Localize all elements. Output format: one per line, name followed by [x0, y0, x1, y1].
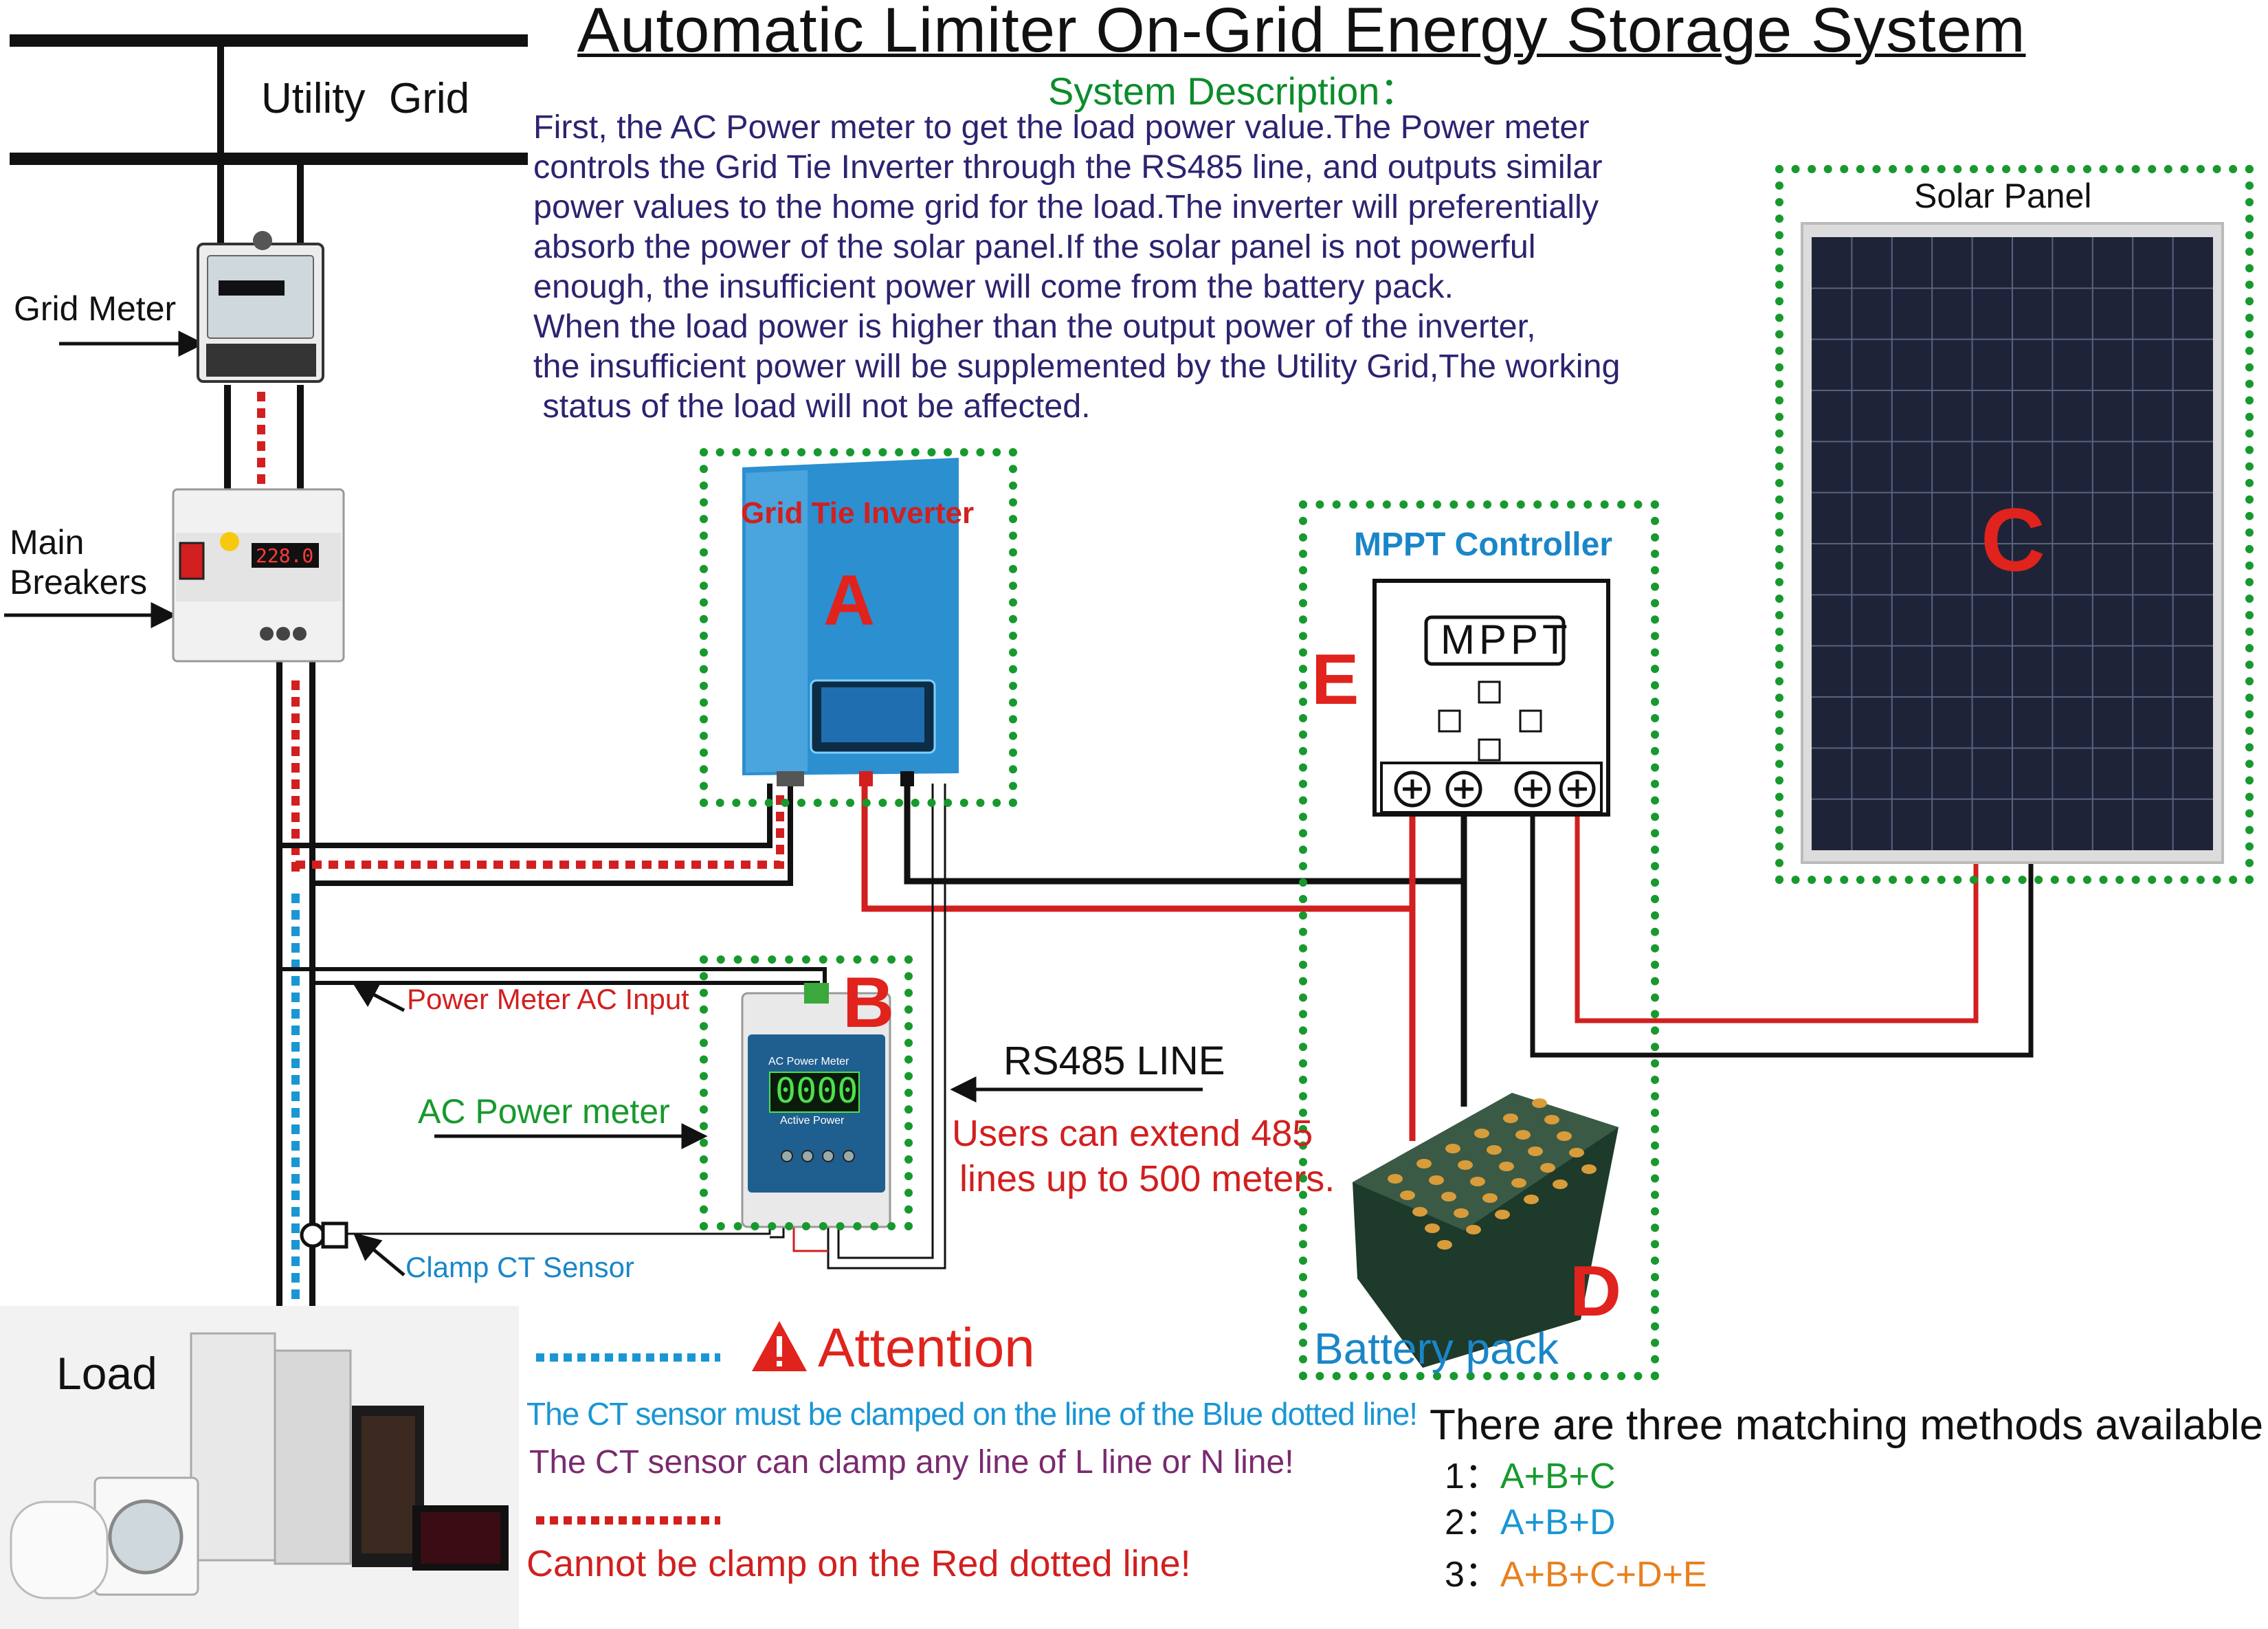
system-description-heading: System Description：	[1048, 69, 1419, 113]
method-number: 2：	[1445, 1503, 1500, 1542]
breaker-reading: 228.0	[256, 544, 314, 567]
description-line: absorb the power of the solar panel.If t…	[533, 228, 1536, 265]
method-combo: A+B+D	[1500, 1503, 1616, 1542]
mppt-battery-group-box	[1299, 500, 1659, 1380]
solar-panel-icon	[1801, 222, 2224, 864]
description-line: When the load power is higher than the o…	[533, 308, 1536, 345]
power-meter-group-box	[700, 955, 913, 1230]
inverter-red-dotted	[296, 790, 784, 869]
clamp-ct-body	[321, 1221, 348, 1249]
description-line: First, the AC Power meter to get the loa…	[533, 109, 1590, 146]
mppt-controller-icon	[1372, 579, 1610, 817]
meter-breaker-wire-l	[224, 385, 231, 522]
grid-meter-label: Grid Meter	[14, 289, 177, 328]
rs485-note-2: lines up to 500 meters.	[959, 1158, 1335, 1199]
meter-reading: 0000	[775, 1071, 858, 1111]
method-number: 3：	[1445, 1555, 1500, 1595]
methods-heading: There are three matching methods availab…	[1430, 1401, 2268, 1449]
letter-d: D	[1570, 1252, 1622, 1331]
mppt-display-text: MPPT	[1441, 617, 1572, 663]
system-description: First, the AC Power meter to get the loa…	[533, 107, 1791, 426]
letter-b: B	[843, 963, 895, 1043]
method-item: 2：A+B+D	[1445, 1493, 1616, 1544]
grid-bus-bottom	[10, 153, 528, 165]
inverter-ac-wire-1	[276, 784, 772, 848]
method-item: 3：A+B+C+D+E	[1445, 1545, 1707, 1597]
method-combo: A+B+C+D+E	[1500, 1555, 1707, 1595]
meter-breaker-wire-n	[297, 385, 304, 522]
method-item: 1：A+B+C	[1445, 1447, 1616, 1498]
warning-icon	[752, 1321, 807, 1371]
ac-power-meter-label: AC Power meter	[418, 1092, 670, 1131]
arrows	[4, 330, 1203, 1276]
meter-sub: Active Power	[780, 1115, 845, 1127]
page-title: Automatic Limiter On-Grid Energy Storage…	[577, 0, 2026, 65]
rs485-line-label: RS485 LINE	[1003, 1039, 1225, 1083]
inverter-dc-red	[861, 784, 1412, 912]
power-meter-ac-input-label: Power Meter AC Input	[407, 983, 689, 1015]
clamp-ct-label: Clamp CT Sensor	[405, 1251, 635, 1283]
rs485-note-1: Users can extend 485	[952, 1113, 1313, 1154]
grid-tie-inverter-icon	[742, 458, 959, 786]
inverter-dc-black	[904, 784, 1464, 885]
method-combo: A+B+C	[1500, 1456, 1616, 1496]
load-label: Load	[56, 1348, 157, 1399]
grid-meter-icon	[197, 231, 324, 383]
ac-power-meter-icon	[741, 983, 891, 1228]
grid-bus-drop-2	[297, 159, 304, 276]
attention-line-1: The CT sensor must be clamped on the lin…	[526, 1396, 1418, 1432]
description-line: enough, the insufficient power will come…	[533, 268, 1454, 305]
inverter-group-box	[700, 448, 1017, 807]
letter-c: C	[1981, 489, 2045, 590]
mppt-controller-label: MPPT Controller	[1354, 527, 1613, 563]
description-line: the insufficient power will be supplemen…	[533, 348, 1621, 385]
letter-e: E	[1311, 640, 1359, 720]
description-line: status of the load will not be affected.	[533, 388, 1091, 425]
letter-a: A	[823, 561, 876, 641]
battery-pack-icon	[1353, 1093, 1619, 1368]
battery-pack-label: Battery pack	[1314, 1324, 1559, 1373]
grid-bus-drop	[217, 41, 224, 275]
load-appliances-icon	[0, 1306, 519, 1629]
method-number: 1：	[1445, 1456, 1500, 1496]
utility-grid-label: Utility Grid	[261, 75, 470, 122]
description-line: power values to the home grid for the lo…	[533, 188, 1599, 225]
meter-title: AC Power Meter	[768, 1056, 849, 1067]
attention-heading: Attention	[818, 1317, 1035, 1378]
rs485-wire-2	[827, 784, 946, 1270]
rs485-wire-1	[837, 784, 934, 1259]
mppt-solar-black	[1530, 812, 2034, 1058]
main-wire-l	[276, 660, 282, 1306]
solar-panel-group-box	[1775, 165, 2254, 884]
ct-wire-red	[792, 1223, 828, 1252]
description-line: controls the Grid Tie Inverter through t…	[533, 148, 1603, 186]
main-breaker-icon	[172, 488, 345, 663]
clamp-ct-ring	[300, 1222, 326, 1248]
solar-panel-label: Solar Panel	[1914, 177, 2092, 215]
attention-line-2: The CT sensor can clamp any line of L li…	[529, 1444, 1294, 1481]
inverter-label: Grid Tie Inverter	[741, 496, 975, 530]
main-breakers-label-2: Breakers	[10, 563, 148, 601]
mppt-solar-red	[1575, 812, 1979, 1023]
grid-bus-top	[10, 34, 528, 47]
main-breakers-label-1: Main	[10, 523, 85, 562]
inverter-ac-wire-2	[309, 784, 793, 886]
attention-line-3: Cannot be clamp on the Red dotted line!	[526, 1543, 1191, 1584]
